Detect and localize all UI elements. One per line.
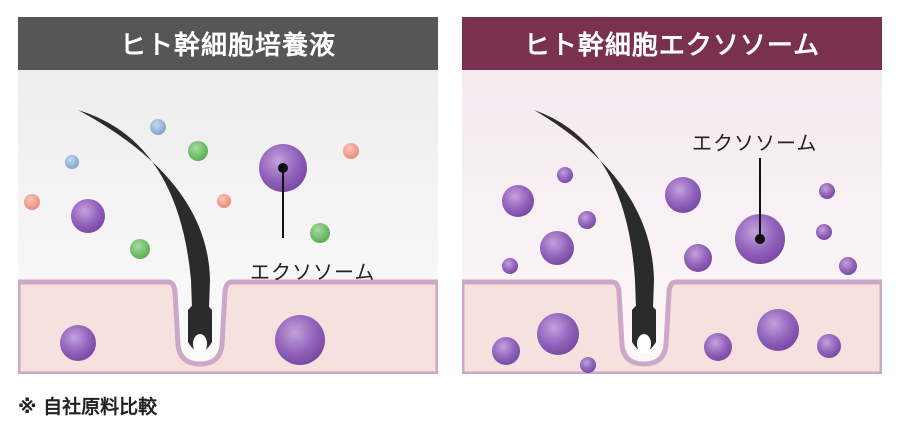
- exosome: [71, 199, 105, 233]
- exosome: [816, 224, 832, 240]
- exosome-callout-label: エクソソーム: [250, 260, 376, 284]
- red-molecule: [343, 143, 359, 159]
- green-molecule: [310, 223, 330, 243]
- exosome: [817, 334, 841, 358]
- exosome: [275, 315, 325, 365]
- hair-bulb-highlight: [637, 334, 651, 354]
- exosome: [819, 183, 835, 199]
- skin-cross-section-illustration: [462, 70, 882, 374]
- red-molecule: [217, 194, 231, 208]
- exosome: [537, 313, 579, 355]
- exosome: [704, 333, 732, 361]
- blue-molecule: [65, 155, 79, 169]
- green-molecule: [130, 239, 150, 259]
- exosome: [557, 167, 573, 183]
- exosome: [502, 258, 518, 274]
- blue-molecule: [150, 119, 166, 135]
- hair-bulb-highlight: [193, 334, 207, 354]
- exosome: [839, 257, 857, 275]
- exosome: [502, 185, 534, 217]
- exosome: [578, 211, 596, 229]
- exosome: [665, 177, 701, 213]
- panel-stem-cell-culture: ヒト幹細胞培養液: [18, 17, 438, 374]
- panel-title: ヒト幹細胞エクソソーム: [462, 17, 882, 70]
- exosome: [60, 325, 96, 361]
- red-molecule: [24, 194, 40, 210]
- skin-cross-section-illustration: [18, 70, 438, 374]
- exosome-callout-label: エクソソーム: [692, 131, 818, 155]
- exosome: [492, 337, 520, 365]
- panel-stem-cell-exosome: ヒト幹細胞エクソソーム: [462, 17, 882, 374]
- exosome: [757, 309, 799, 351]
- exosome: [684, 244, 712, 272]
- exosome: [580, 357, 596, 373]
- panel-title: ヒト幹細胞培養液: [18, 17, 438, 70]
- green-molecule: [188, 141, 208, 161]
- skin-layer: [18, 279, 438, 374]
- footnote: ※ 自社原料比較: [18, 396, 158, 418]
- exosome: [540, 231, 574, 265]
- skin-layer: [462, 279, 882, 374]
